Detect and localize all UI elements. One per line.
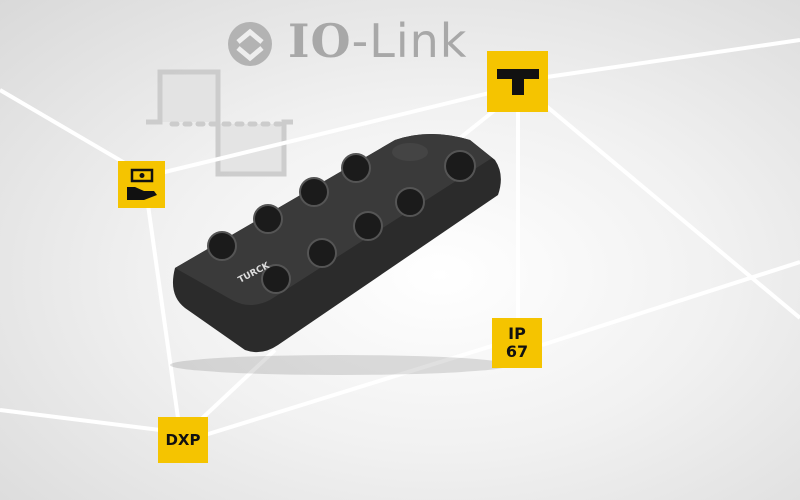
turck-t-icon (496, 68, 539, 95)
io-link-module-device: TURCK (170, 134, 510, 375)
ip-label: IP (508, 324, 526, 343)
cost-savings-badge (118, 161, 165, 208)
io-link-logo-icon (228, 22, 272, 66)
dxp-label: DXP (165, 431, 201, 449)
ip-rating: 67 (505, 342, 529, 361)
io-link-logo: IO-Link (288, 14, 468, 68)
t-logo-badge (487, 51, 548, 112)
dxp-badge: DXP (158, 417, 208, 463)
connection-lines (0, 38, 800, 437)
ip67-badge: IP 67 (492, 318, 542, 368)
money-hand-icon (126, 168, 157, 200)
